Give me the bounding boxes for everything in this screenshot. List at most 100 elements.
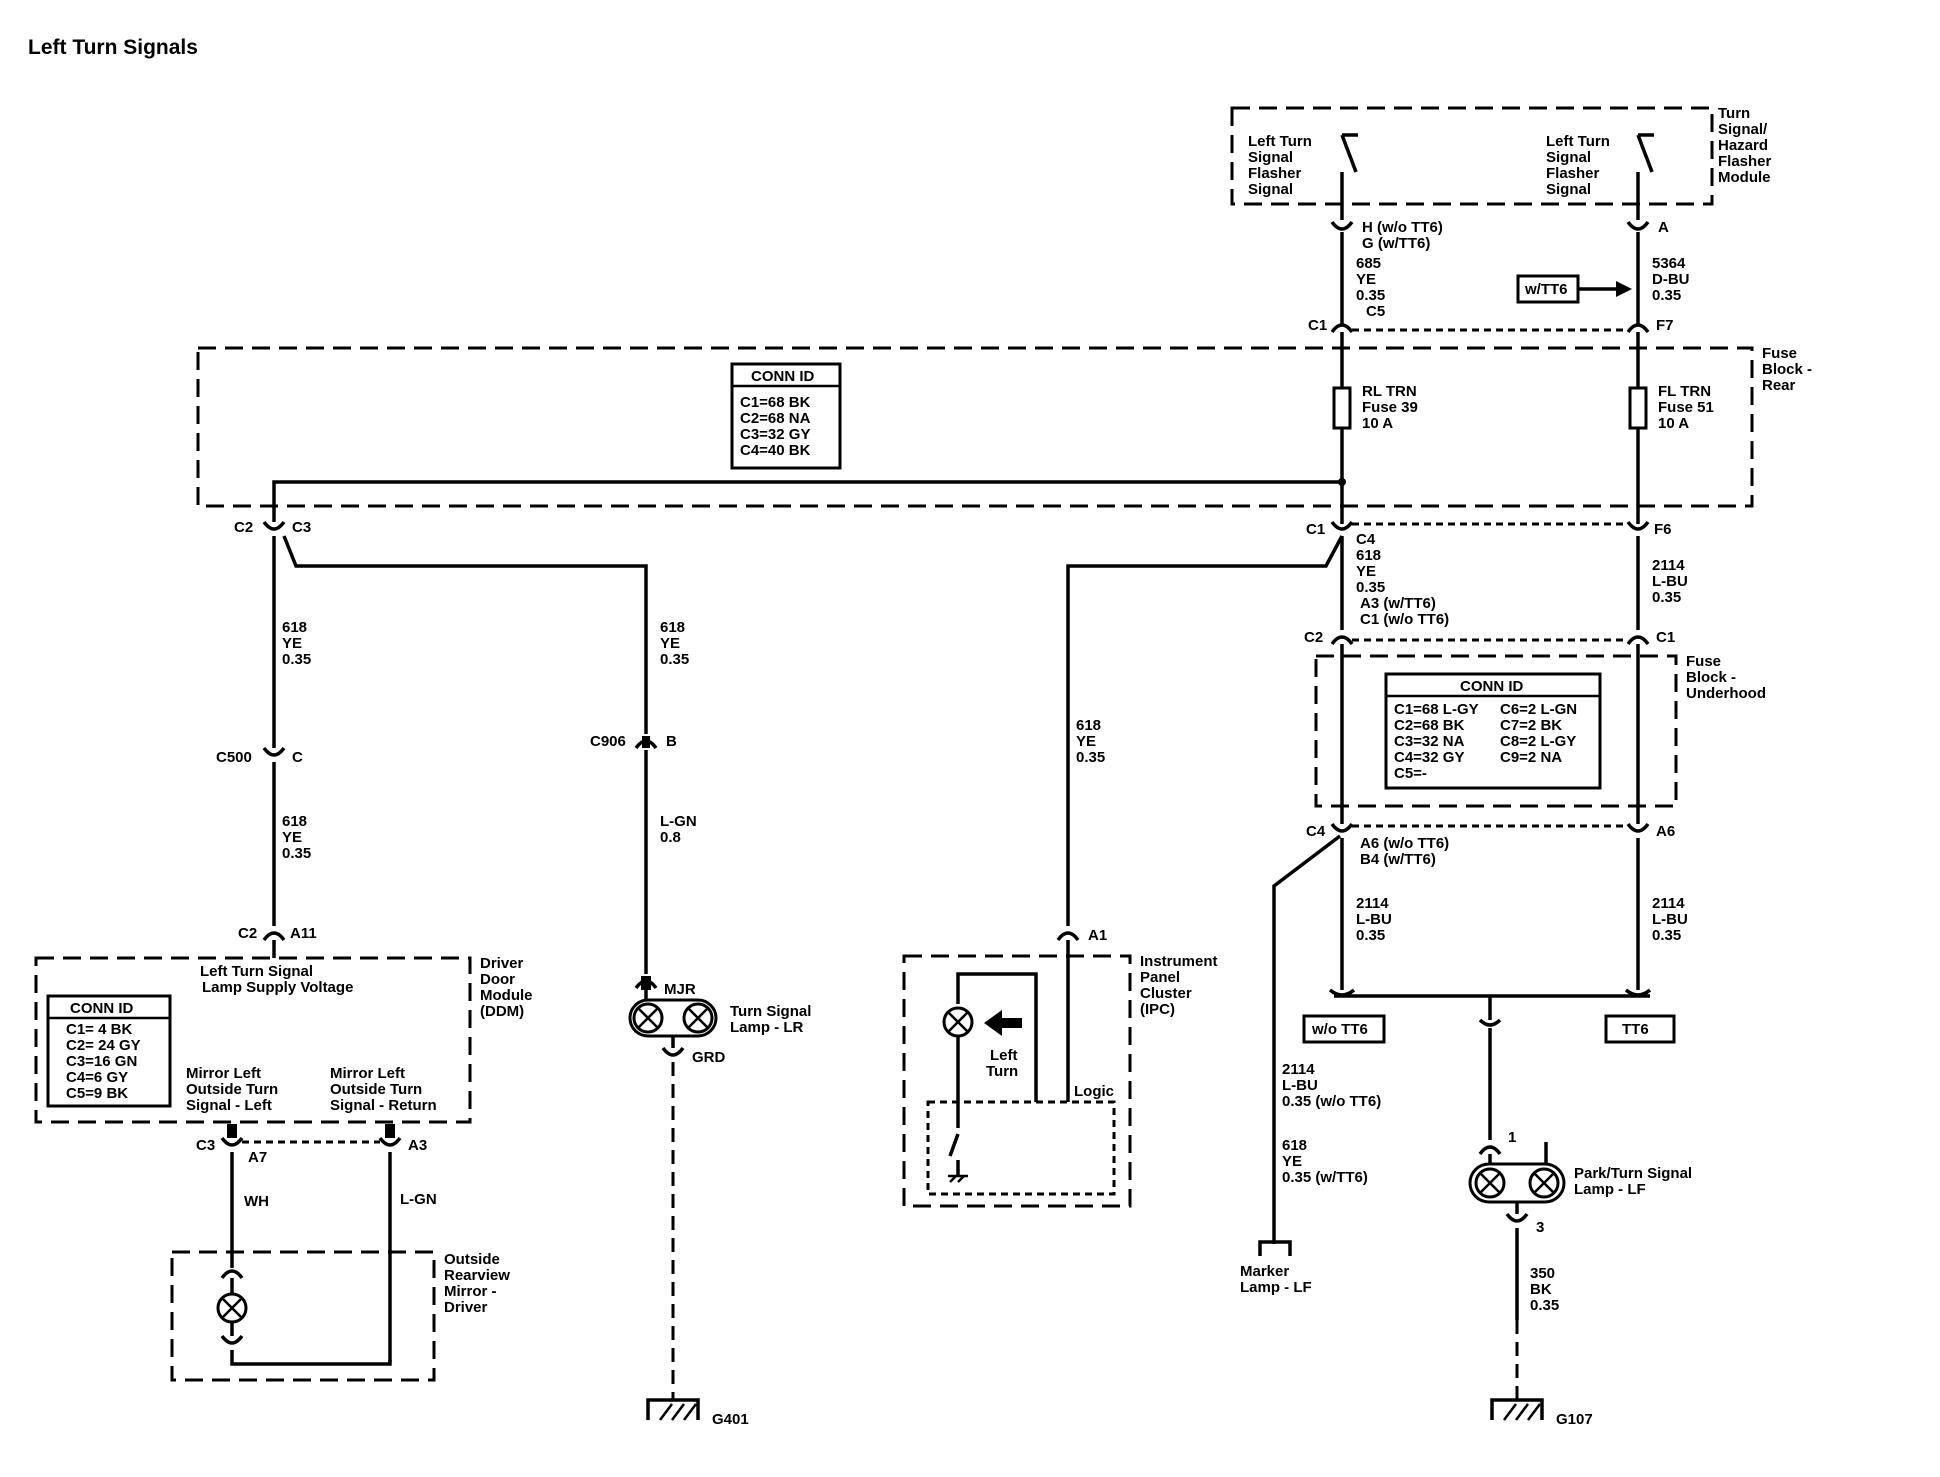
svg-text:C4=6 GY: C4=6 GY [66, 1069, 128, 1086]
lr-lamp-mjr-label: MJR [664, 981, 696, 998]
flasher-right-switch-icon [1636, 133, 1654, 220]
svg-text:0.35: 0.35 [1356, 927, 1385, 944]
svg-text:Driver: Driver [444, 1299, 488, 1316]
lr-lamp-mjr-pin-icon [641, 976, 651, 990]
mirror-bulb-top-connector-icon [220, 1269, 244, 1280]
svg-text:Mirror Left: Mirror Left [330, 1065, 405, 1082]
c1-top-connector-icon [1330, 323, 1354, 334]
svg-text:618: 618 [1282, 1137, 1307, 1154]
svg-text:Fuse 51: Fuse 51 [1658, 399, 1714, 416]
ipc-label: Instrument Panel Cluster (IPC) [1140, 953, 1218, 1018]
svg-text:618: 618 [282, 813, 307, 830]
wo-tt6-text: w/o TT6 [1311, 1021, 1368, 1038]
wire-marker-lamp [1272, 834, 1342, 1244]
wire-618-right-label: 618 YE 0.35 A3 (w/TT6) C1 (w/o TT6) [1356, 547, 1449, 628]
f7-label: F7 [1656, 317, 1674, 334]
wire-2114-b-label: 2114 L-BU 0.35 [1652, 895, 1688, 944]
c2-c3-connector-icon [262, 520, 286, 531]
marker-lamp-connector-icon [1258, 1240, 1292, 1256]
svg-text:Signal: Signal [1546, 149, 1591, 166]
svg-text:Flasher: Flasher [1718, 153, 1772, 170]
ddm-a7-pin-icon [227, 1124, 237, 1138]
ddm-a3-pin-icon [385, 1124, 395, 1138]
wire-618-to-ipc [1066, 535, 1344, 926]
fuse-51-label: FL TRN Fuse 51 10 A [1658, 383, 1714, 432]
wire-618-left1-label: 618 YE 0.35 [282, 619, 311, 668]
ipc-a1-label: A1 [1088, 927, 1107, 944]
svg-text:C5=9 BK: C5=9 BK [66, 1085, 128, 1102]
svg-text:0.35: 0.35 [1652, 589, 1681, 606]
svg-text:Signal - Left: Signal - Left [186, 1097, 272, 1114]
svg-text:Fuse: Fuse [1762, 345, 1797, 362]
wire-5364-label: 5364 D-BU 0.35 [1652, 255, 1690, 304]
park-lamp-pin3-connector-icon [1505, 1212, 1529, 1223]
c1-top-label: C1 [1308, 317, 1327, 334]
uh-c1-label: C1 [1656, 629, 1675, 646]
svg-text:C5=-: C5=- [1394, 765, 1427, 782]
flasher-left-switch-label: Left Turn Signal Flasher Signal [1248, 133, 1312, 198]
fuse-block-underhood-label: Fuse Block - Underhood [1686, 653, 1766, 702]
svg-text:YE: YE [282, 829, 302, 846]
fuse-block-rear-label: Fuse Block - Rear [1762, 345, 1812, 394]
svg-text:Turn: Turn [1718, 105, 1750, 122]
svg-text:C1 (w/o TT6): C1 (w/o TT6) [1360, 611, 1449, 628]
ddm-conn-id-table: CONN ID C1= 4 BK C2= 24 GY C3=16 GN C4=6… [46, 994, 172, 1108]
svg-text:Signal: Signal [1248, 181, 1293, 198]
svg-text:Cluster: Cluster [1140, 985, 1192, 1002]
svg-text:Left Turn Signal: Left Turn Signal [200, 963, 313, 980]
svg-text:Lamp Supply Voltage: Lamp Supply Voltage [202, 979, 353, 996]
flasher-pin-left-label: H (w/o TT6) G (w/TT6) [1362, 219, 1443, 252]
f6-connector-icon [1626, 520, 1650, 531]
svg-text:2114: 2114 [1282, 1061, 1315, 1078]
ddm-a7-label: A7 [248, 1149, 267, 1166]
fuse-39-label: RL TRN Fuse 39 10 A [1362, 383, 1418, 432]
svg-text:(DDM): (DDM) [480, 1003, 524, 1020]
flasher-right-switch-label: Left Turn Signal Flasher Signal [1546, 133, 1610, 198]
flasher-module-label: Turn Signal/ Hazard Flasher Module [1718, 105, 1772, 186]
c2-a11-connector-icon [262, 931, 286, 942]
svg-text:C8=2 L-GY: C8=2 L-GY [1500, 733, 1576, 750]
svg-text:Marker: Marker [1240, 1263, 1289, 1280]
wo-tt6-tag [1302, 1014, 1386, 1044]
svg-text:Turn Signal: Turn Signal [730, 1003, 811, 1020]
rear-c2-label: C2 [234, 519, 253, 536]
svg-text:Outside Turn: Outside Turn [186, 1081, 278, 1098]
svg-text:BK: BK [1530, 1281, 1552, 1298]
svg-text:C1=68 L-GY: C1=68 L-GY [1394, 701, 1479, 718]
svg-text:618: 618 [1076, 717, 1101, 734]
uh-conn-id-table: CONN ID C1=68 L-GY C2=68 BK C3=32 NA C4=… [1384, 672, 1602, 790]
lr-lamp-label: Turn Signal Lamp - LR [730, 1003, 811, 1036]
mirror-bulb-icon [216, 1292, 248, 1324]
ddm-a11-label: A11 [290, 925, 317, 942]
svg-text:L-BU: L-BU [1652, 573, 1688, 590]
g107-ground-icon [1490, 1398, 1544, 1421]
c906-label: C906 [590, 733, 626, 750]
svg-text:C1= 4 BK: C1= 4 BK [66, 1021, 132, 1038]
svg-text:0.35: 0.35 [1652, 927, 1681, 944]
svg-text:C6=2 L-GN: C6=2 L-GN [1500, 701, 1577, 718]
wire-wh-label: WH [244, 1193, 269, 1210]
svg-text:(IPC): (IPC) [1140, 1001, 1175, 1018]
lr-lamp-grd-label: GRD [692, 1049, 726, 1066]
ddm-label: Driver Door Module (DDM) [480, 955, 533, 1020]
svg-text:C3=32 GY: C3=32 GY [740, 426, 810, 443]
svg-text:Hazard: Hazard [1718, 137, 1768, 154]
svg-text:0.35 (w/o TT6): 0.35 (w/o TT6) [1282, 1093, 1381, 1110]
svg-text:D-BU: D-BU [1652, 271, 1690, 288]
rear-c4-label: C4 [1356, 531, 1376, 548]
svg-text:618: 618 [1356, 547, 1381, 564]
marker-wire-1-label: 2114 L-BU 0.35 (w/o TT6) [1282, 1061, 1381, 1110]
svg-text:YE: YE [660, 635, 680, 652]
lr-lamp-icon [628, 998, 718, 1038]
g107-label: G107 [1556, 1411, 1593, 1428]
svg-text:Flasher: Flasher [1546, 165, 1600, 182]
ddm-a3-connector-icon [378, 1136, 402, 1147]
svg-text:L-BU: L-BU [1356, 911, 1392, 928]
svg-text:0.35: 0.35 [1652, 287, 1681, 304]
park-lamp-label: Park/Turn Signal Lamp - LF [1574, 1165, 1692, 1198]
svg-text:685: 685 [1356, 255, 1381, 272]
svg-text:2114: 2114 [1356, 895, 1389, 912]
svg-text:L-GN: L-GN [660, 813, 697, 830]
ipc-a1-connector-icon [1056, 931, 1080, 942]
